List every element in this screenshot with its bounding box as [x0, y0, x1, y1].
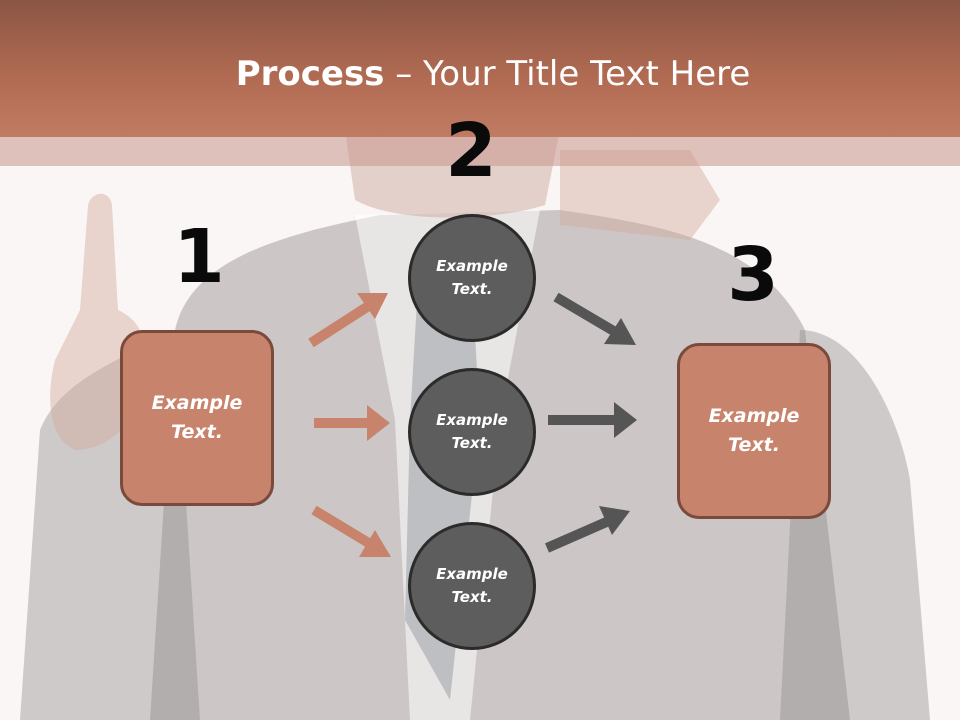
step-1-box: Example Text.	[120, 330, 274, 506]
arrow-circle-bottom-to-box3	[544, 506, 630, 553]
step-2-circle-bottom: Example Text.	[408, 522, 536, 650]
step-2-circle-top: Example Text.	[408, 214, 536, 342]
step-2-circle-middle: Example Text.	[408, 368, 536, 496]
step-number-1: 1	[173, 214, 225, 300]
arrow-box1-to-circle-top	[308, 293, 388, 348]
step-3-box-label: Example Text.	[708, 405, 800, 456]
arrow-circle-top-to-box3	[553, 292, 636, 345]
circle-top-label: Example Text.	[436, 257, 508, 298]
step-number-2: 2	[445, 108, 497, 194]
step-number-3: 3	[727, 232, 779, 318]
arrow-box1-to-circle-bottom	[311, 505, 391, 557]
right-hand	[560, 150, 720, 240]
step-3-box: Example Text.	[677, 343, 831, 519]
arrow-box1-to-circle-middle	[314, 405, 390, 441]
circle-bottom-label: Example Text.	[436, 565, 508, 606]
title-rest: – Your Title Text Here	[384, 54, 751, 94]
circle-middle-label: Example Text.	[436, 411, 508, 452]
header-accent-strip	[0, 137, 960, 166]
slide-title: Process – Your Title Text Here	[0, 52, 960, 96]
step-1-box-label: Example Text.	[151, 392, 243, 443]
arrow-circle-middle-to-box3	[548, 402, 637, 438]
header-band	[0, 0, 960, 137]
title-bold: Process	[235, 54, 385, 94]
